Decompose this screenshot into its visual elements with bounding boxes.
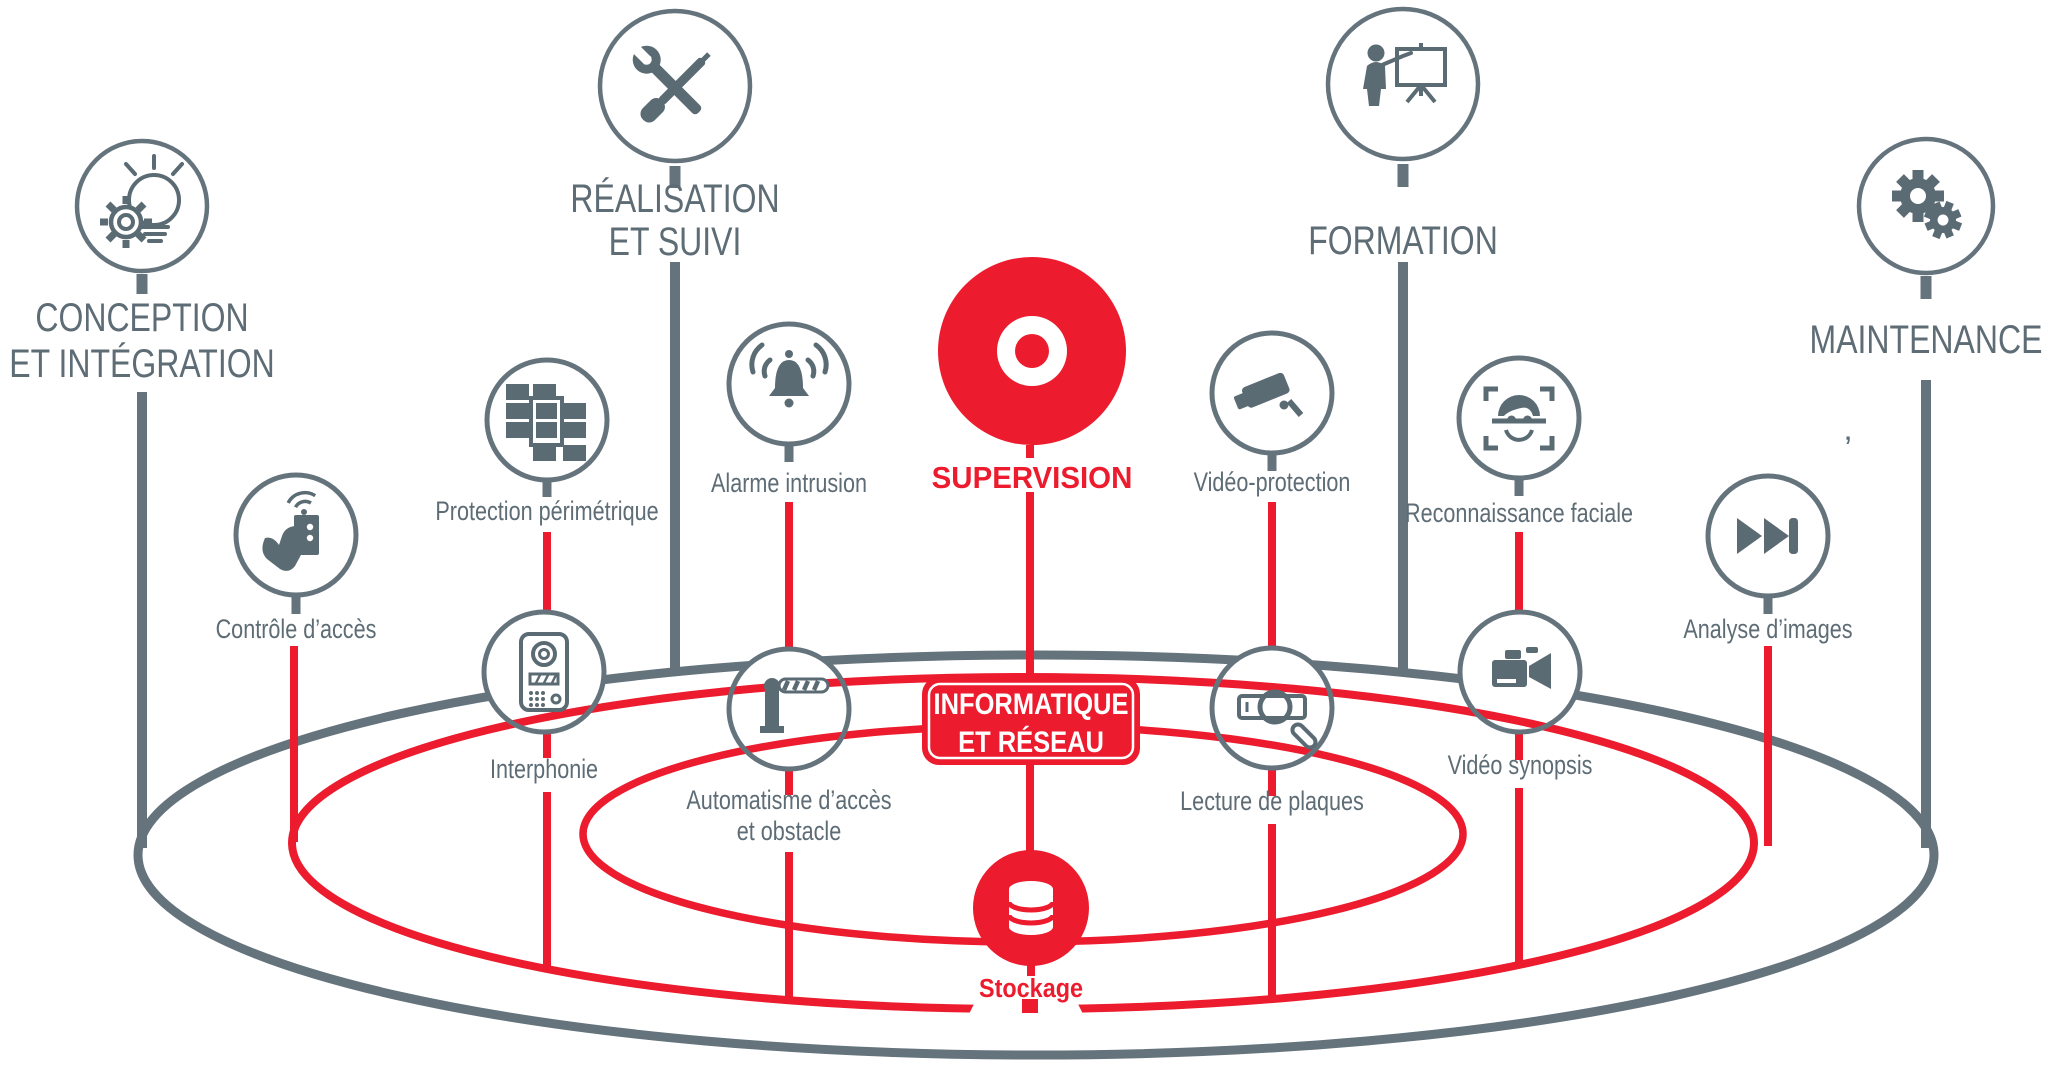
barrier-icon [760,677,830,733]
label-realisation-2: ET SUIVI [609,219,742,264]
label-conception-2: ET INTÉGRATION [9,341,274,386]
plate-search-icon [1237,689,1318,750]
label-automatisme-1: Automatisme d’accès [686,786,891,816]
label-informatique-1: INFORMATIQUE [934,687,1129,720]
label-lecture: Lecture de plaques [1180,787,1364,817]
idea-gear-icon [100,154,184,248]
label-informatique-2: ET RÉSEAU [958,725,1104,758]
orbit-gap-mask [954,984,1098,1044]
database-icon [1006,881,1056,935]
stockage-node [973,850,1089,966]
gears-icon [1892,170,1963,240]
face-recognition-icon [1483,386,1555,451]
label-reconnaissance: Reconnaissance faciale [1405,499,1633,529]
label-realisation-1: RÉALISATION [570,176,779,221]
informatique-badge [922,677,1140,765]
label-protection: Protection périmétrique [435,497,658,527]
label-maintenance: MAINTENANCE [1810,317,2043,362]
label-analyse: Analyse d’images [1683,615,1852,645]
label-controle: Contrôle d’accès [216,615,377,645]
stockage-tick [1022,999,1038,1013]
label-videoprotection: Vidéo-protection [1194,468,1351,498]
label-stockage: Stockage [979,975,1083,1003]
cctv-camera-icon [1233,372,1304,417]
pillar-connectors [136,164,1932,848]
stray-apostrophe-mark: ’ [1844,430,1852,468]
label-alarme: Alarme intrusion [711,469,867,499]
label-interphonie: Interphonie [490,755,598,785]
tools-icon [630,43,711,123]
access-badge-icon [262,490,319,571]
label-formation: FORMATION [1308,218,1498,263]
target-dot [1015,334,1049,368]
node-rings [74,6,1996,772]
label-automatisme-2: et obstacle [737,817,841,847]
camcorder-icon [1492,647,1551,689]
alarm-bell-icon [749,342,829,408]
trainer-board-icon [1363,43,1447,106]
label-supervision: SUPERVISION [932,461,1133,495]
service-stubs [291,444,1773,614]
intercom-icon [519,632,569,712]
fast-forward-icon [1737,518,1798,554]
label-conception-1: CONCEPTION [35,295,248,340]
orbit-outer-gray [133,650,1939,1060]
supervision-node [938,257,1126,445]
label-videosynopsis: Vidéo synopsis [1448,751,1593,781]
brick-wall-icon [506,384,586,461]
